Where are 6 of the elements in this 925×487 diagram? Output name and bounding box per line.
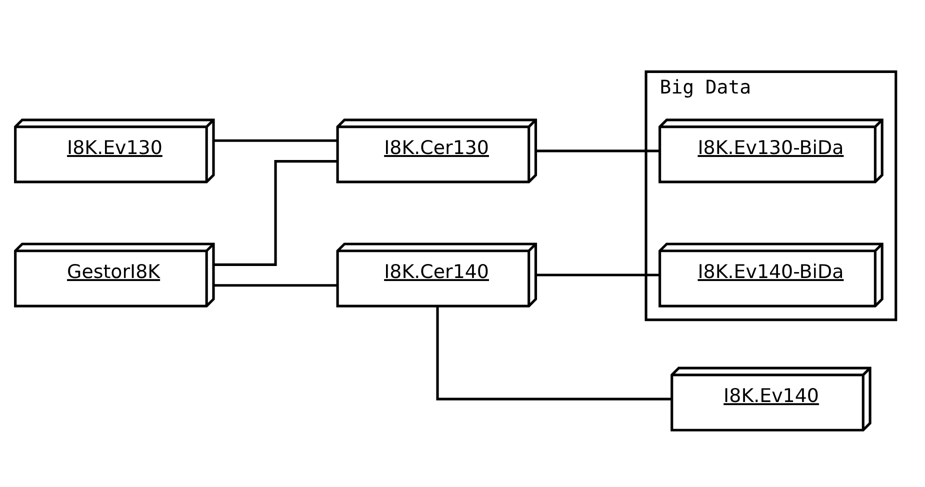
- connector: [436, 306, 672, 400]
- connector: [214, 160, 338, 266]
- connector: [214, 138, 338, 142]
- connector: [536, 149, 660, 152]
- connector: [536, 273, 660, 276]
- connector: [214, 284, 338, 286]
